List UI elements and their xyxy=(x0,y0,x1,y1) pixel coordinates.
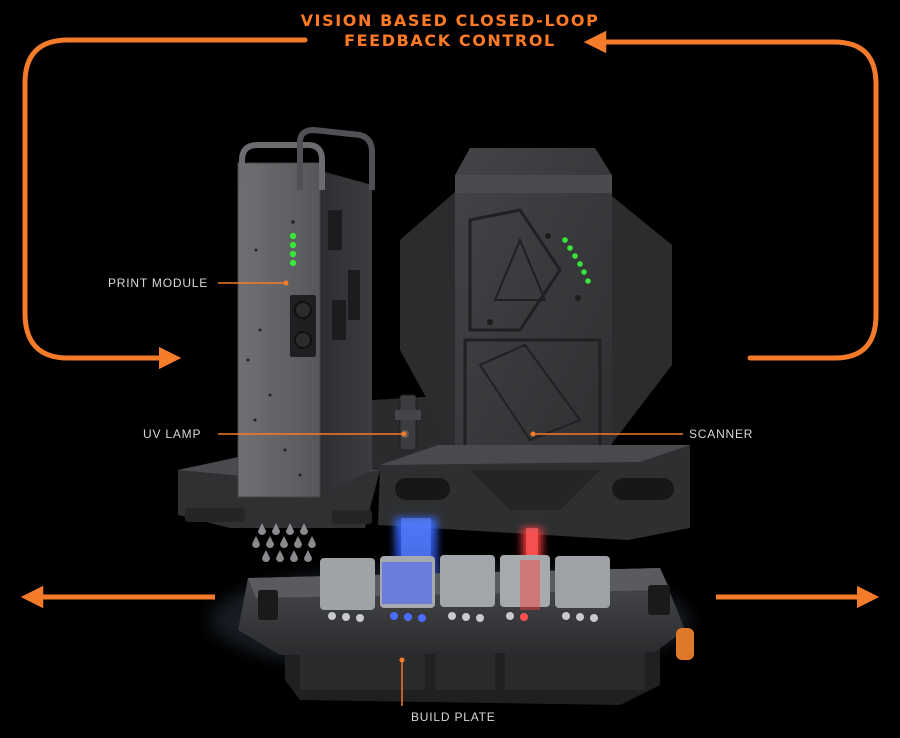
label-print-module: PRINT MODULE xyxy=(108,276,209,290)
callout-uv-lamp xyxy=(218,431,407,437)
ink-droplets xyxy=(252,523,316,562)
printed-parts xyxy=(320,555,610,622)
scanner xyxy=(400,148,672,462)
print-module xyxy=(237,126,375,498)
callout-scanner xyxy=(530,431,683,437)
callout-print-module xyxy=(218,280,289,286)
feedback-loop-arrow-right-icon xyxy=(583,30,879,361)
diagram-title-line-1: VISION BASED CLOSED-LOOP xyxy=(300,11,600,30)
print-module-status-leds xyxy=(289,232,297,267)
scanner-base xyxy=(378,445,690,540)
diagram-title-line-2: FEEDBACK CONTROL xyxy=(344,31,556,50)
label-scanner: SCANNER xyxy=(689,427,754,441)
label-build-plate: BUILD PLATE xyxy=(411,710,496,724)
scanner-status-leds xyxy=(562,237,591,284)
label-uv-lamp: UV LAMP xyxy=(143,427,202,441)
feedback-loop-arrow-left-icon xyxy=(22,37,308,370)
callout-build-plate xyxy=(399,657,405,706)
